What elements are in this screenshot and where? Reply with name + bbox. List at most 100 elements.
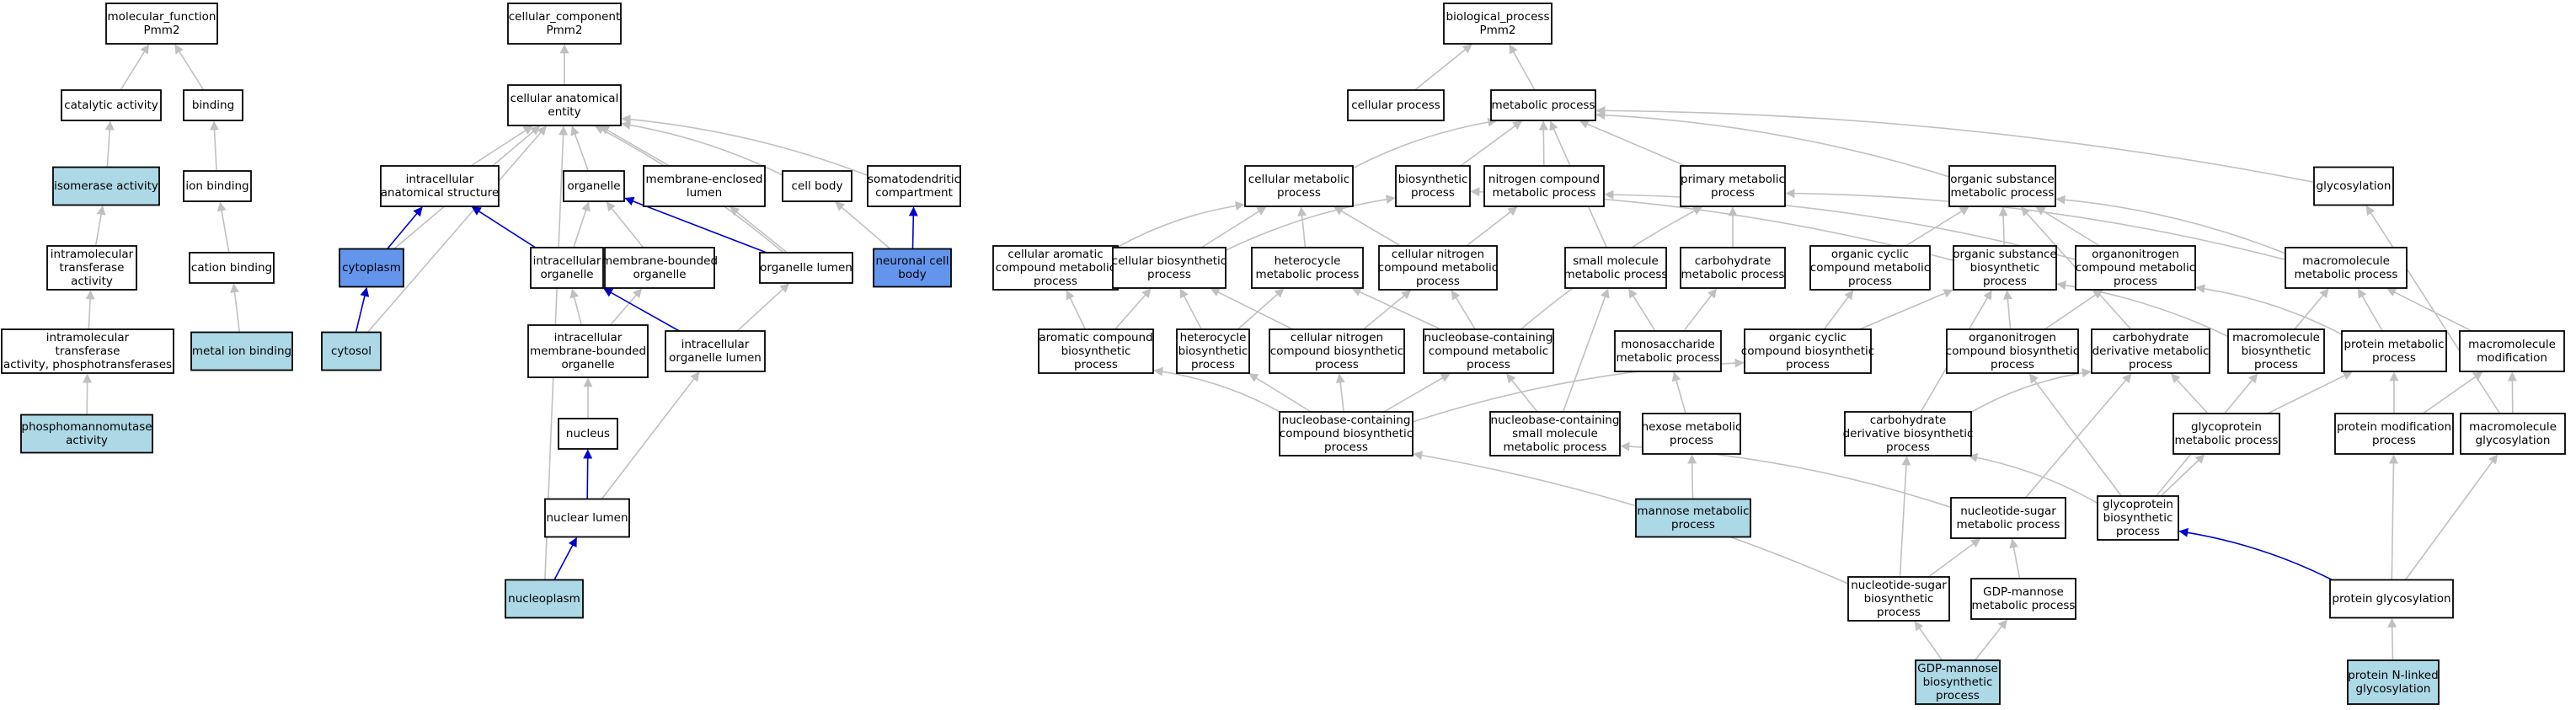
- node-box: [1423, 328, 1554, 374]
- node-organelle[interactable]: organelle: [563, 170, 625, 202]
- node-isomerase[interactable]: isomerase activity: [52, 166, 160, 206]
- node-catalytic[interactable]: catalytic activity: [61, 89, 162, 121]
- node-label-line: nucleobase-containing: [1424, 331, 1553, 344]
- node-pglyc[interactable]: protein glycosylation: [2329, 579, 2454, 619]
- edge-hmp-to-cmp: [1297, 206, 1307, 248]
- node-glycosylation[interactable]: glycosylation: [2313, 166, 2394, 206]
- node-cytosol[interactable]: cytosol: [321, 331, 382, 371]
- node-metal_ion[interactable]: metal ion binding: [190, 331, 293, 371]
- node-nucleoplasm[interactable]: nucleoplasm: [505, 579, 584, 619]
- node-label-line: entity: [548, 105, 580, 119]
- node-nucleus[interactable]: nucleus: [558, 418, 618, 450]
- node-box: [2459, 330, 2565, 372]
- node-box: [2334, 413, 2454, 455]
- edge-acbp-to-cbp: [1114, 288, 1152, 330]
- node-box: [563, 170, 625, 202]
- node-binding[interactable]: binding: [183, 89, 243, 121]
- node-cation_binding[interactable]: cation binding: [189, 252, 275, 284]
- edge-org_lumen-to-mel: [730, 206, 788, 254]
- node-cell_proc[interactable]: cellular process: [1347, 89, 1445, 121]
- node-label-line: protein N-linked: [2348, 669, 2439, 682]
- node-label-line: glycosylation: [2317, 179, 2392, 193]
- node-label-line: process: [1670, 434, 1713, 447]
- edge-nsmp-to-cdmp: [2024, 373, 2132, 499]
- node-box: [321, 331, 382, 371]
- node-box: [1490, 89, 1596, 121]
- node-box: [52, 166, 160, 206]
- node-label-line: metabolic process: [1951, 186, 2055, 200]
- node-met_proc[interactable]: metabolic process: [1490, 89, 1596, 121]
- node-box: [1483, 165, 1605, 207]
- node-label-line: intracellular: [406, 173, 474, 186]
- node-box: [1, 328, 174, 374]
- node-label-line: metabolic process: [1256, 268, 1360, 281]
- node-label-line: process: [1074, 358, 1118, 371]
- edge-mbp-to-mmp: [2294, 288, 2329, 330]
- node-label-line: process: [2372, 434, 2416, 447]
- node-nuclear_lumen[interactable]: nuclear lumen: [544, 498, 630, 538]
- node-ion_binding[interactable]: ion binding: [183, 170, 252, 202]
- node-label-line: process: [1147, 268, 1191, 281]
- node-org_lumen[interactable]: organelle lumen: [759, 252, 853, 284]
- node-box: [505, 579, 584, 619]
- node-cytoplasm[interactable]: cytoplasm: [339, 248, 404, 288]
- node-cell_body[interactable]: cell body: [782, 170, 852, 202]
- node-label-line: macromolecule: [2468, 338, 2556, 351]
